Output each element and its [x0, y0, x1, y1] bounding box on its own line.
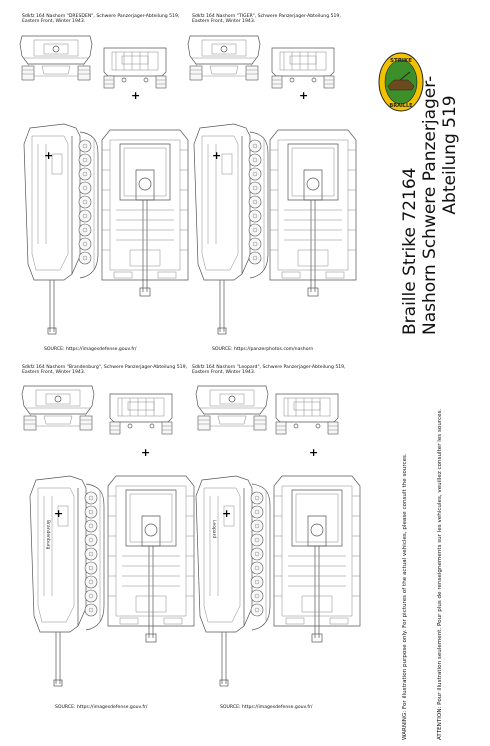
- title-line-1: Braille Strike 72164: [400, 167, 420, 335]
- warning-french: ATTENTION: Pour illustration seulement. …: [437, 408, 443, 740]
- front-view: [187, 35, 261, 81]
- top-view: [101, 129, 189, 297]
- braille-strike-logo: STRIKE BRAILLE: [378, 52, 424, 112]
- top-view: [107, 475, 195, 643]
- front-view: [195, 385, 269, 431]
- panel-caption: Sdkfz 164 Nashorn "Brandenburg", Schwere…: [22, 365, 187, 376]
- rear-view: [271, 47, 335, 89]
- logo-bottom-text: BRAILLE: [389, 103, 413, 109]
- vehicle-name-marking: Brandenburg: [45, 520, 51, 550]
- front-view: [19, 35, 93, 81]
- balkenkreuz-mark: +: [131, 89, 140, 102]
- panel-source: SOURCE: https://imagesdefense.gouv.fr/: [220, 705, 313, 710]
- balkenkreuz-mark: +: [141, 446, 150, 459]
- warning-english: WARNING: For illustration purpose only. …: [402, 453, 408, 740]
- tank-icon: [387, 79, 415, 91]
- title-line-2: Nashorn Schwere Panzerjager-: [420, 75, 440, 335]
- rear-view: [109, 393, 173, 435]
- front-view: [21, 385, 95, 431]
- side-view: [195, 475, 271, 687]
- balkenkreuz-mark: +: [44, 149, 53, 162]
- side-view: [29, 475, 105, 687]
- panel-caption: Sdkfz 164 Nashorn "TIGER", Schwere Panze…: [192, 14, 341, 25]
- balkenkreuz-mark: +: [299, 89, 308, 102]
- panel-source: SOURCE: https://imagesdefense.gouv.fr/: [44, 347, 137, 352]
- panel-caption: Sdkfz 164 Nashorn "Leopard", Schwere Pan…: [192, 365, 346, 376]
- title-block: Braille Strike 72164 Nashorn Schwere Pan…: [400, 5, 460, 335]
- top-view: [269, 129, 357, 297]
- vehicle-name-marking: Leopard: [211, 520, 217, 538]
- logo-top-text: STRIKE: [390, 58, 412, 64]
- panel-source: SOURCE: https://panzerphotos.com/nashorn: [212, 347, 314, 352]
- balkenkreuz-mark: +: [222, 507, 231, 520]
- title-line-3: Abteilung 519: [440, 95, 460, 215]
- balkenkreuz-mark: +: [54, 507, 63, 520]
- side-view: [23, 123, 99, 335]
- panel-source: SOURCE: https://imagesdefense.gouv.fr/: [55, 705, 148, 710]
- side-view: [193, 123, 269, 335]
- rear-view: [275, 393, 339, 435]
- balkenkreuz-mark: +: [212, 149, 221, 162]
- balkenkreuz-mark: +: [309, 446, 318, 459]
- top-view: [273, 475, 361, 643]
- panel-caption: Sdkfz 164 Nashorn "DRESDEN", Schwere Pan…: [22, 14, 180, 25]
- rear-view: [103, 47, 167, 89]
